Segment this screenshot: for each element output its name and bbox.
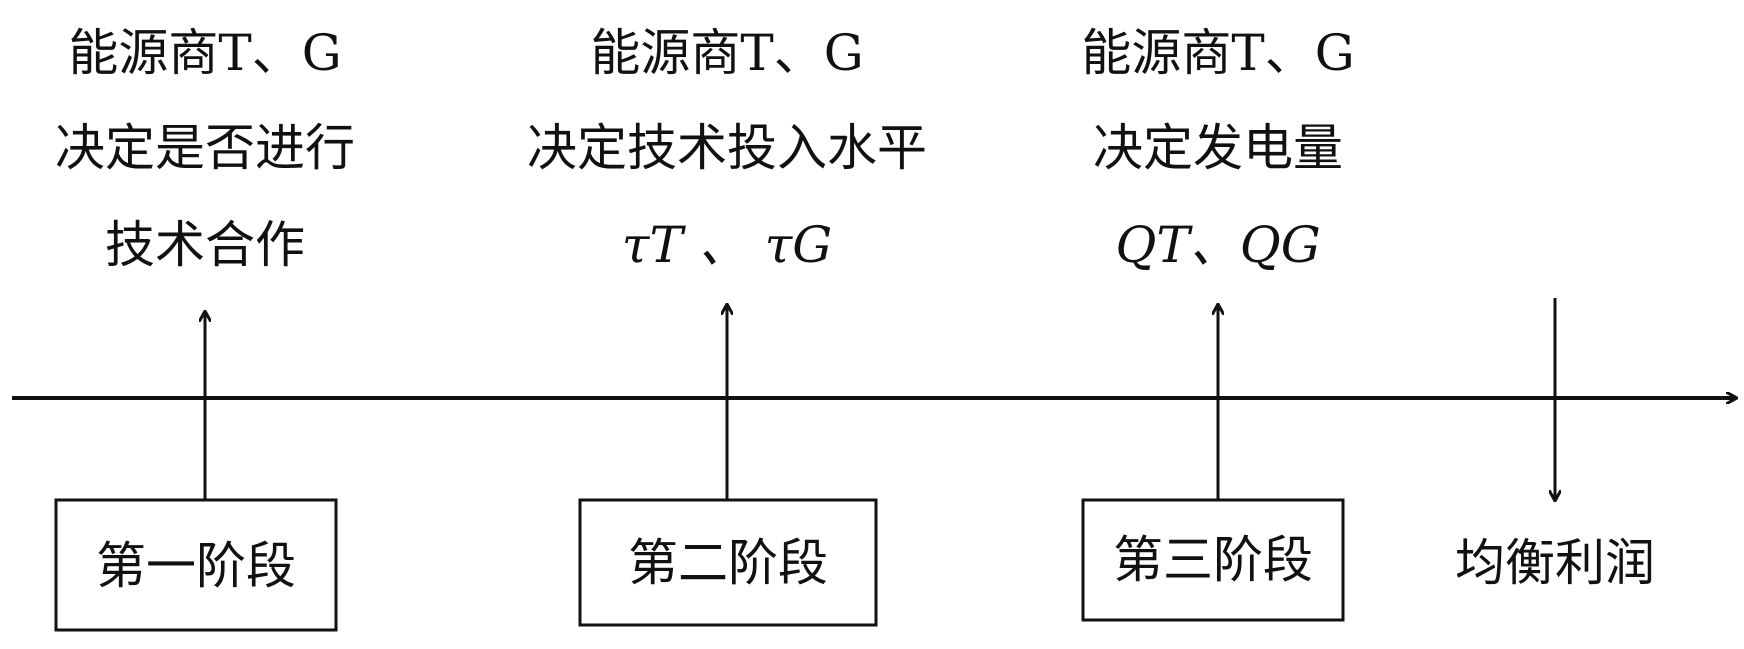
- stage-2-line-3: τT 、 τG: [622, 216, 832, 274]
- stage-1-line-3: 技术合作: [105, 216, 305, 274]
- stage-2-line-2: 决定技术投入水平: [527, 119, 927, 177]
- stage-2-line-1: 能源商T、G: [590, 24, 863, 82]
- outcome: 均衡利润: [1455, 298, 1655, 592]
- stage-2-label: 第二阶段: [628, 534, 828, 592]
- stage-1-label: 第一阶段: [96, 537, 296, 595]
- stage-3: 能源商T、G 决定发电量 QT、QG 第三阶段: [1081, 24, 1355, 622]
- stage-1: 能源商T、G 决定是否进行 技术合作 第一阶段: [54, 24, 355, 632]
- outcome-label: 均衡利润: [1455, 534, 1655, 592]
- stage-1-box: [54, 498, 338, 632]
- stage-1-line-2: 决定是否进行: [55, 119, 355, 177]
- stage-2: 能源商T、G 决定技术投入水平 τT 、 τG 第二阶段: [527, 24, 927, 627]
- stage-1-line-1: 能源商T、G: [68, 24, 341, 82]
- stage-3-box: [1081, 498, 1345, 622]
- stage-3-label: 第三阶段: [1113, 531, 1313, 589]
- stage-3-line-1: 能源商T、G: [1081, 24, 1354, 82]
- stage-3-line-2: 决定发电量: [1093, 119, 1343, 177]
- stage-2-box: [578, 498, 878, 627]
- stage-3-line-3: QT、QG: [1115, 216, 1320, 274]
